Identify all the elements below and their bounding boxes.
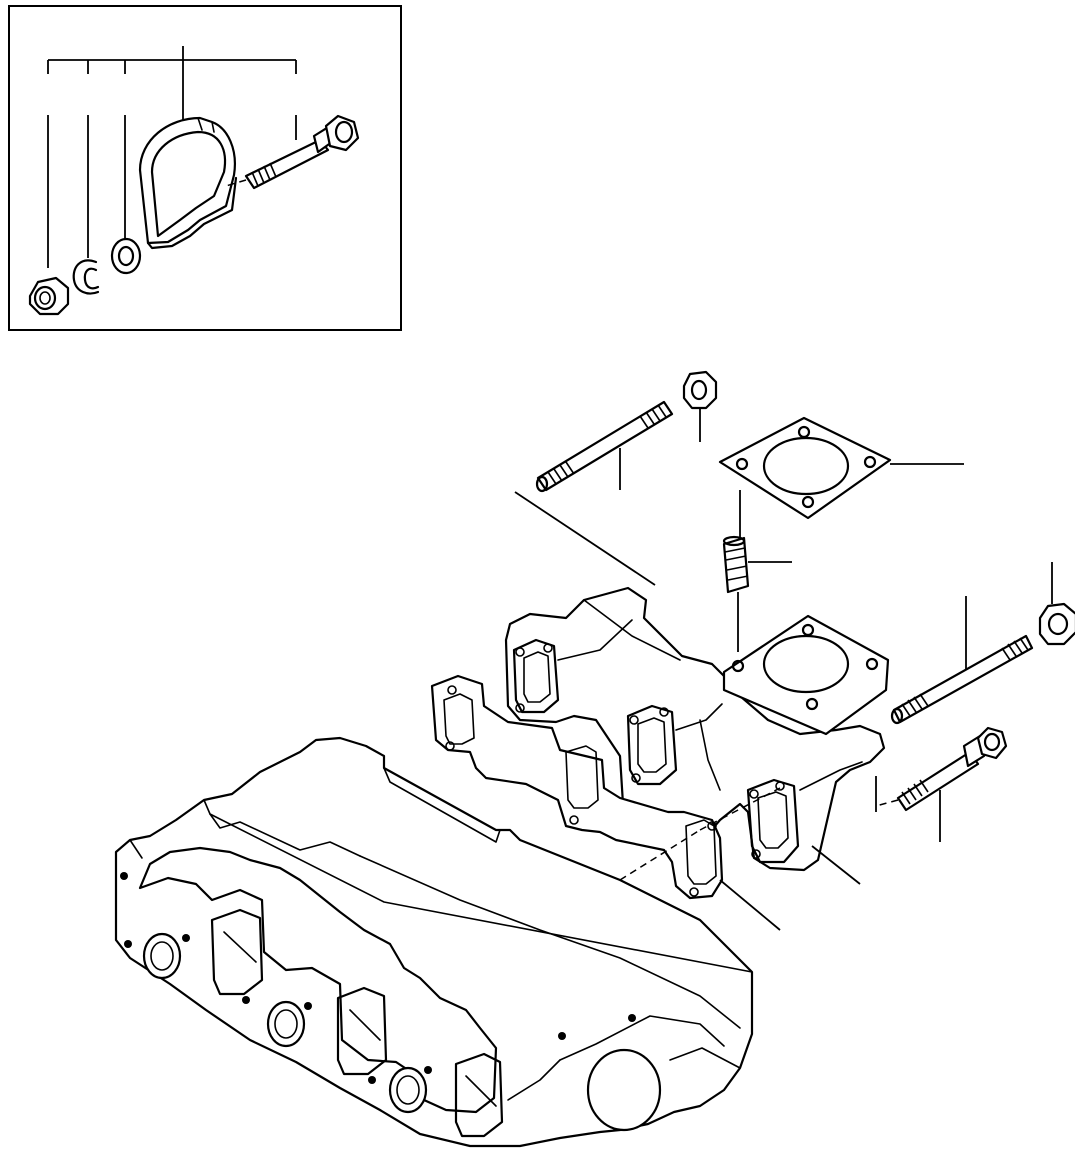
- inset-washer: [110, 237, 142, 275]
- cylinder-head: [114, 736, 754, 1148]
- inset-detail-box: [8, 5, 402, 331]
- inset-lock-clip: [72, 259, 100, 295]
- manifold-bolt: [875, 726, 1008, 842]
- manifold-stud-left: [514, 400, 674, 586]
- exhaust-manifold: [504, 586, 890, 885]
- flange-nut-right: [1038, 562, 1075, 646]
- inset-clamp-bolt: [225, 114, 360, 190]
- flange-nut-top: [682, 370, 718, 442]
- inset-clamp: [138, 116, 238, 250]
- outlet-gasket: [718, 416, 964, 540]
- inset-leader-lines: [47, 46, 297, 268]
- outlet-stud: [722, 535, 792, 652]
- manifold-stud-right: [890, 596, 1034, 725]
- manifold-gasket: [430, 674, 781, 931]
- inset-flange-nut: [28, 276, 70, 316]
